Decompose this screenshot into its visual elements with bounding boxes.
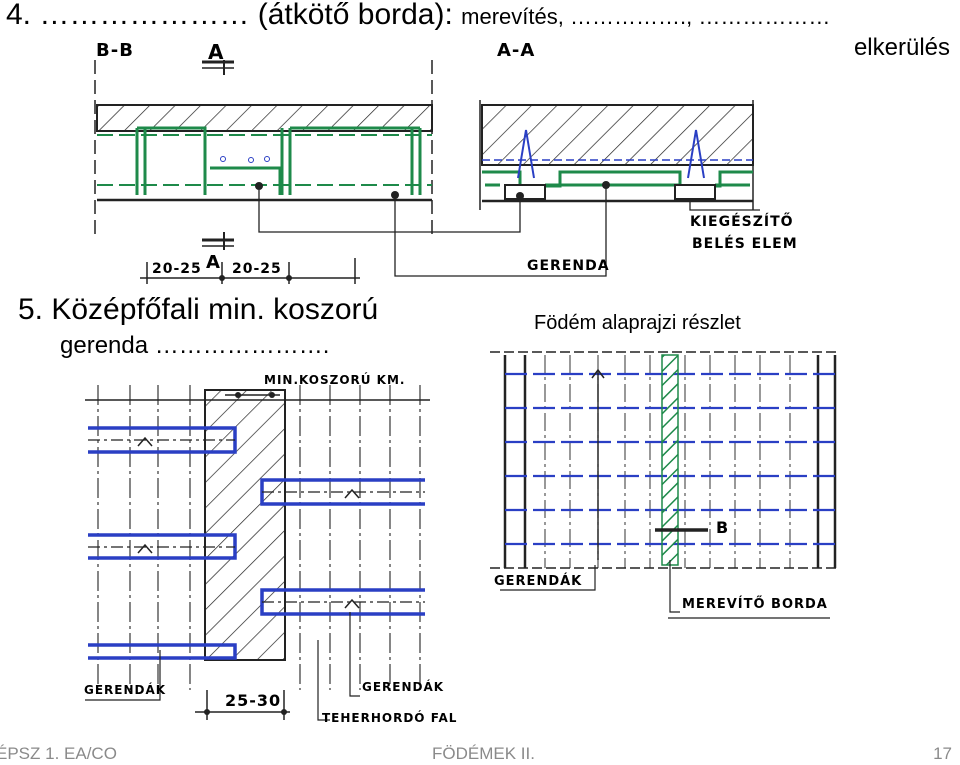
- label-min-koszoru: MIN.KOSZORÚ KM.: [264, 373, 406, 387]
- dim-bottom: 25-30: [225, 691, 282, 710]
- footer-page-number: 17: [933, 744, 952, 763]
- floor-plan: [490, 351, 840, 619]
- heading-5-line1: 5. Középfőfali min. koszorú: [18, 293, 379, 326]
- label-gerendak-mid: GERENDÁK: [362, 680, 445, 694]
- label-kiegeszito-2: BELÉS ELEM: [692, 236, 798, 252]
- heading-4-tail: elkerülés: [853, 34, 950, 61]
- heading-4-number: 4.: [6, 0, 32, 31]
- label-teherhordo: TEHERHORDÓ FAL: [322, 711, 458, 725]
- label-bb: B-B: [96, 40, 134, 61]
- label-b: B: [716, 518, 730, 537]
- label-kiegeszito-1: KIEGÉSZÍTŐ: [690, 214, 794, 230]
- label-gerendak-left: GERENDÁK: [84, 683, 167, 697]
- label-a-top: A: [208, 40, 225, 64]
- section-bb: [94, 60, 607, 284]
- label-gerendak-plan: GERENDÁK: [494, 574, 583, 589]
- dim-right: 20-25: [232, 261, 282, 277]
- plan-koszoru: [85, 385, 430, 721]
- heading-4-paren: (átkötő borda):: [257, 0, 453, 31]
- dim-left: 20-25: [152, 261, 202, 277]
- heading-4-small: merevítés, ……………., ………………: [461, 4, 831, 29]
- plan-title: Födém alaprajzi részlet: [534, 312, 741, 334]
- footer-center: FÖDÉMEK II.: [432, 744, 535, 763]
- label-gerenda: GERENDA: [527, 258, 610, 274]
- heading-4-dots: …………………: [39, 0, 250, 31]
- heading-4: 4. ………………… (átkötő borda): merevítés, ………: [6, 0, 830, 32]
- label-aa: A-A: [497, 40, 536, 61]
- label-a-bottom: A: [206, 252, 221, 273]
- section-aa: [479, 100, 760, 211]
- footer-left: ÉPSZ 1. EA/CO: [0, 744, 117, 763]
- heading-5-line2: gerenda ………………….: [60, 332, 330, 359]
- label-merevito: MEREVÍTŐ BORDA: [682, 597, 828, 612]
